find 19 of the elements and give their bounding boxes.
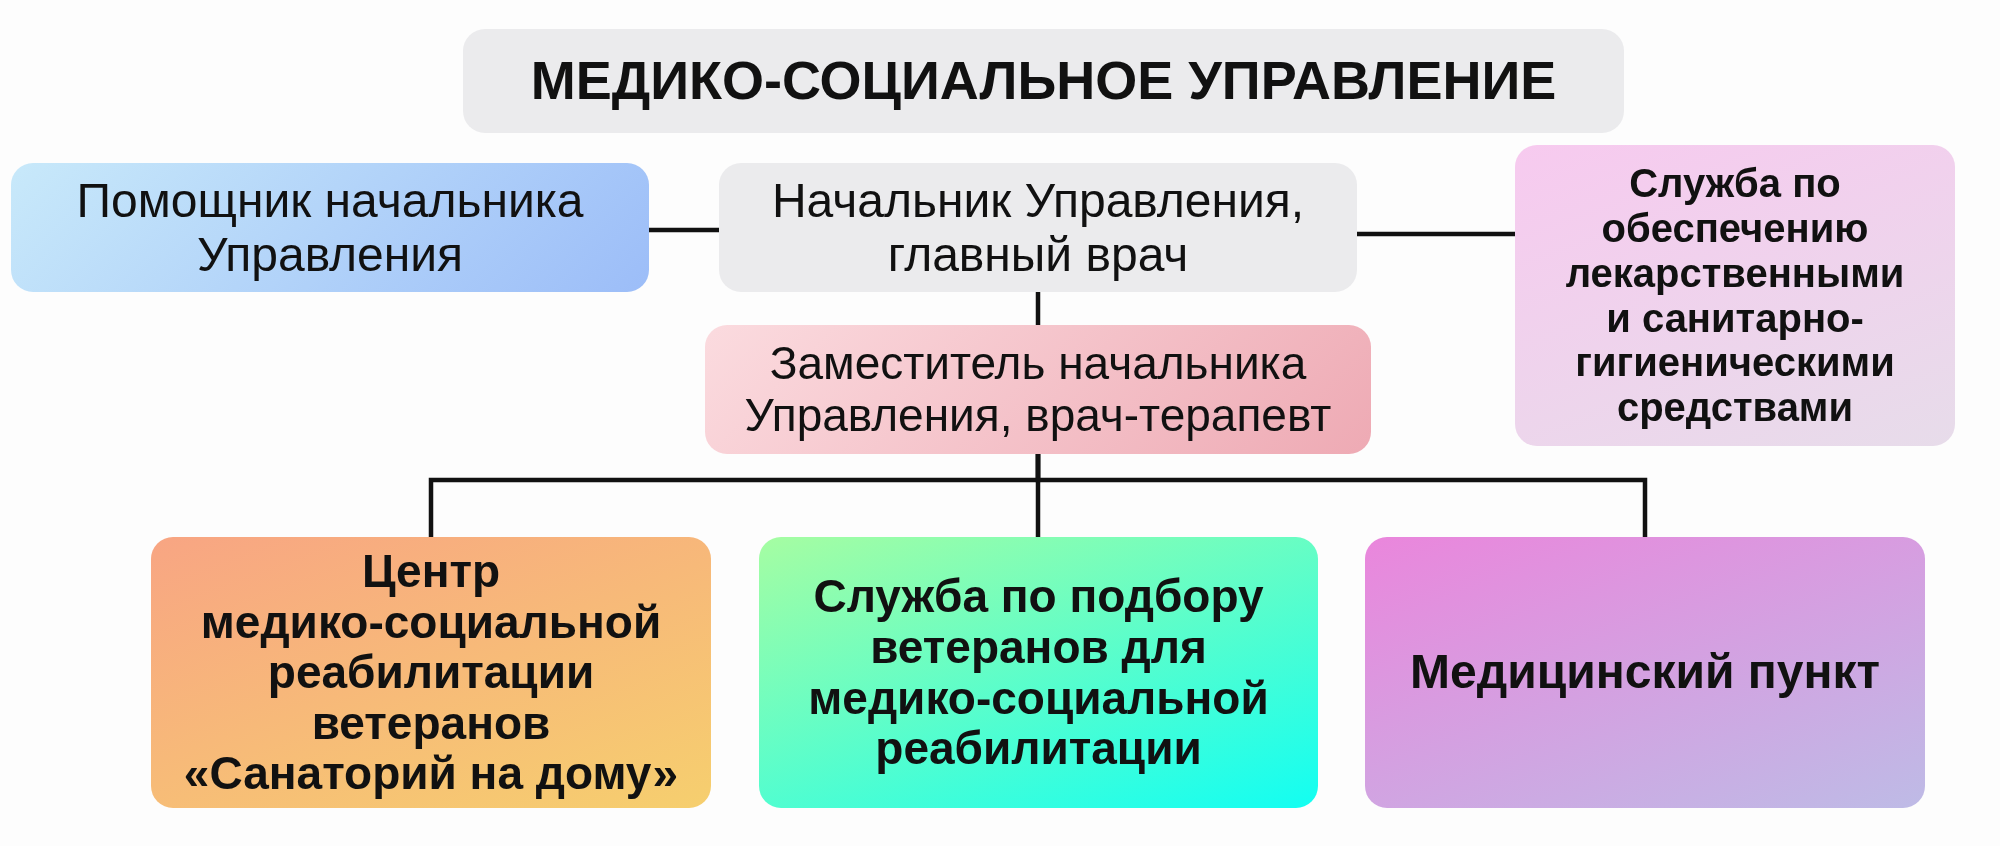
position-title: Начальник Управления, главный врач — [770, 173, 1306, 282]
unit-title: Служба по обеспечению лекарственными и санитарно-гигиеническими средствами — [1564, 161, 1906, 430]
org-box — [719, 163, 1357, 292]
heading-text: МЕДИКО-СОЦИАЛЬНОЕ УПРАВЛЕНИЕ — [530, 51, 1557, 111]
unit-title: Центр медико-социальной реабилитации ветеранов «Санаторий на дому» — [182, 546, 680, 799]
position-title: Заместитель начальника Управления, врач-терапевт — [743, 338, 1333, 441]
org-box — [705, 325, 1371, 454]
org-box — [11, 163, 649, 292]
connector-line — [1357, 231, 1515, 237]
org-box — [151, 537, 711, 808]
connector-line — [649, 227, 719, 233]
position-title: Помощник начальника Управления — [75, 173, 585, 282]
connector-line — [1035, 292, 1041, 325]
unit-title: Служба по подбору ветеранов для медико-социальной реабилитации — [807, 571, 1270, 774]
org-box — [759, 537, 1318, 808]
org-box — [1515, 145, 1955, 446]
unit-title: Медицинский пункт — [1410, 646, 1880, 699]
org-box — [1365, 537, 1925, 808]
connector-line — [1035, 454, 1648, 537]
